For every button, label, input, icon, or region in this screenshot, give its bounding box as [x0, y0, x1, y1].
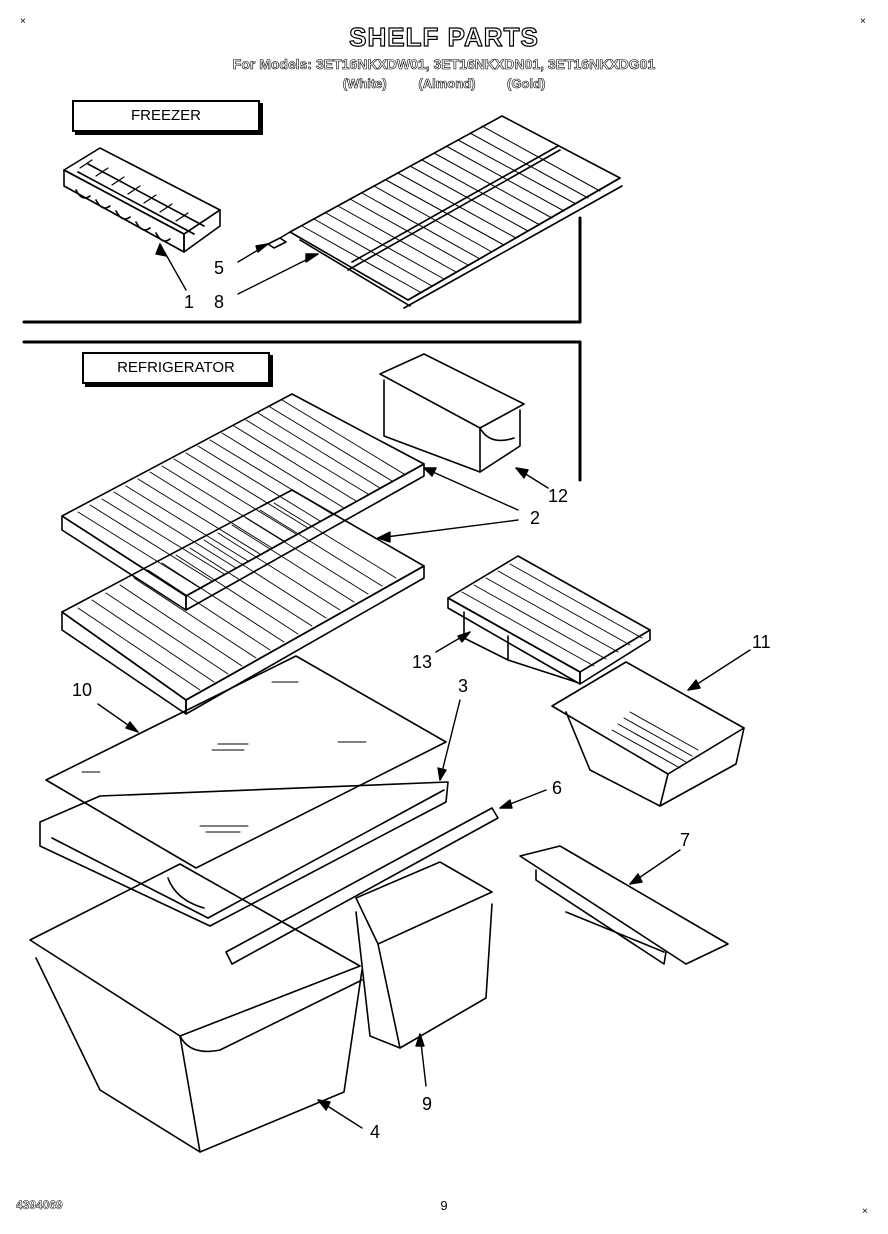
freezer-wire-shelf-part-8	[289, 115, 623, 309]
divider-rail-part-6	[225, 807, 499, 965]
crisper-drawer-part-9	[355, 861, 493, 1049]
callout-10: 10	[72, 680, 93, 700]
door-bin-part-12	[379, 353, 525, 473]
model-color-almond: (Almond)	[418, 76, 476, 92]
model-colors: (White) (Almond) (Gold)	[0, 76, 888, 92]
corner-mark-bottom-right: ×	[862, 1206, 868, 1217]
meat-keeper-pan-part-11	[551, 661, 745, 807]
callout-3: 3	[458, 676, 469, 696]
callout-4: 4	[370, 1122, 381, 1142]
callout-1: 1	[184, 292, 195, 312]
callout-11: 11	[752, 632, 771, 652]
ice-tray-part-1	[63, 147, 221, 253]
leader-lines	[97, 243, 751, 1129]
callout-13: 13	[412, 652, 433, 672]
model-color-white: (White)	[342, 76, 387, 92]
support-bracket-part-7	[519, 845, 729, 965]
corner-mark-top-right: ×	[860, 16, 866, 27]
callout-6: 6	[552, 778, 563, 798]
refrigerator-shelf-upper-part-2	[61, 393, 425, 611]
callout-8: 8	[214, 292, 225, 312]
refrigerator-shelf-lower-part-2	[61, 489, 425, 715]
callout-12: 12	[548, 486, 569, 506]
callout-7: 7	[680, 830, 691, 850]
glass-cover-part-10	[45, 655, 447, 869]
crisper-drawer-part-4	[29, 863, 363, 1153]
crisper-frame-part-3	[39, 781, 449, 927]
page-title: SHELF PARTS	[349, 21, 539, 52]
freezer-section-frame	[22, 216, 582, 324]
callout-2: 2	[530, 508, 541, 528]
page-number: 9	[440, 1198, 448, 1213]
models-line: For Models: 3ET16NKXDW01, 3ET16NKXDN01, …	[232, 56, 656, 73]
refrigerator-section-label: REFRIGERATOR	[82, 352, 270, 384]
small-shelf-part-13	[447, 555, 651, 685]
freezer-section-label: FREEZER	[72, 100, 260, 132]
callout-9: 9	[422, 1094, 433, 1114]
callout-5: 5	[214, 258, 225, 278]
refrigerator-section-frame	[22, 340, 582, 482]
document-number: 4394069	[16, 1198, 63, 1213]
corner-mark-top-left: ×	[20, 16, 26, 27]
model-color-gold: (Gold)	[507, 76, 546, 92]
shelf-clip-part-5	[267, 231, 291, 249]
